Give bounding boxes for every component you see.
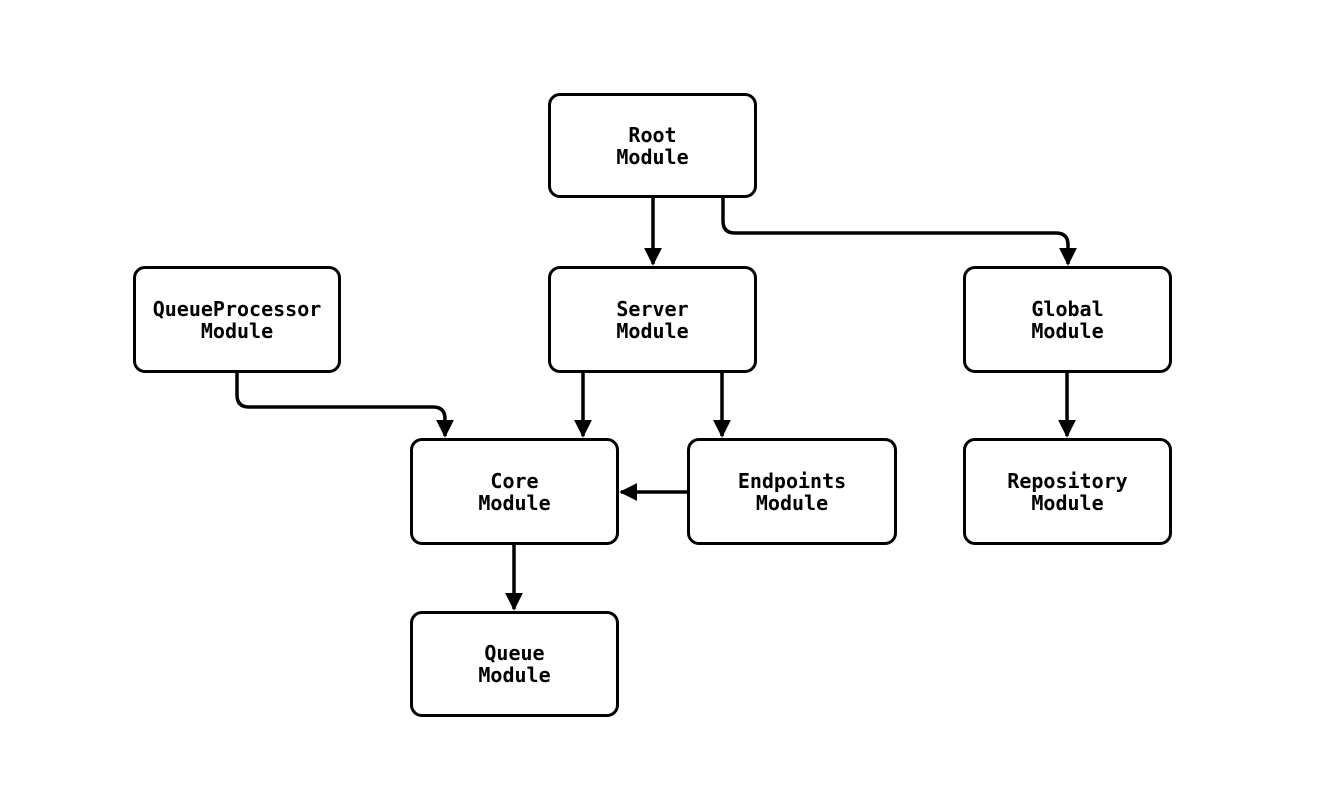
node-label-line: Core [490,468,539,493]
node-label-line: Module [1031,490,1104,515]
node-label-line: Module [1031,318,1104,343]
node-label-line: Root [628,122,677,147]
node-label-line: Module [616,144,689,169]
node-label-line: Server [616,296,689,321]
node-label-line: Module [755,490,829,515]
edges [235,198,1077,611]
edge-queueprocessor-to-core [235,373,454,438]
node-label-line: Module [478,490,551,515]
node-label-line: Queue [484,641,545,665]
node-label-line: Global [1031,296,1104,321]
node-label-line: Module [478,663,551,687]
node-label-line: Endpoints [737,468,847,493]
edge-root-to-global [721,198,1077,266]
node-label-line: Module [616,318,689,343]
node-label-line: Repository [1007,468,1128,493]
node-label-line: Module [200,318,274,343]
node-label-line: QueueProcessor [152,296,322,321]
